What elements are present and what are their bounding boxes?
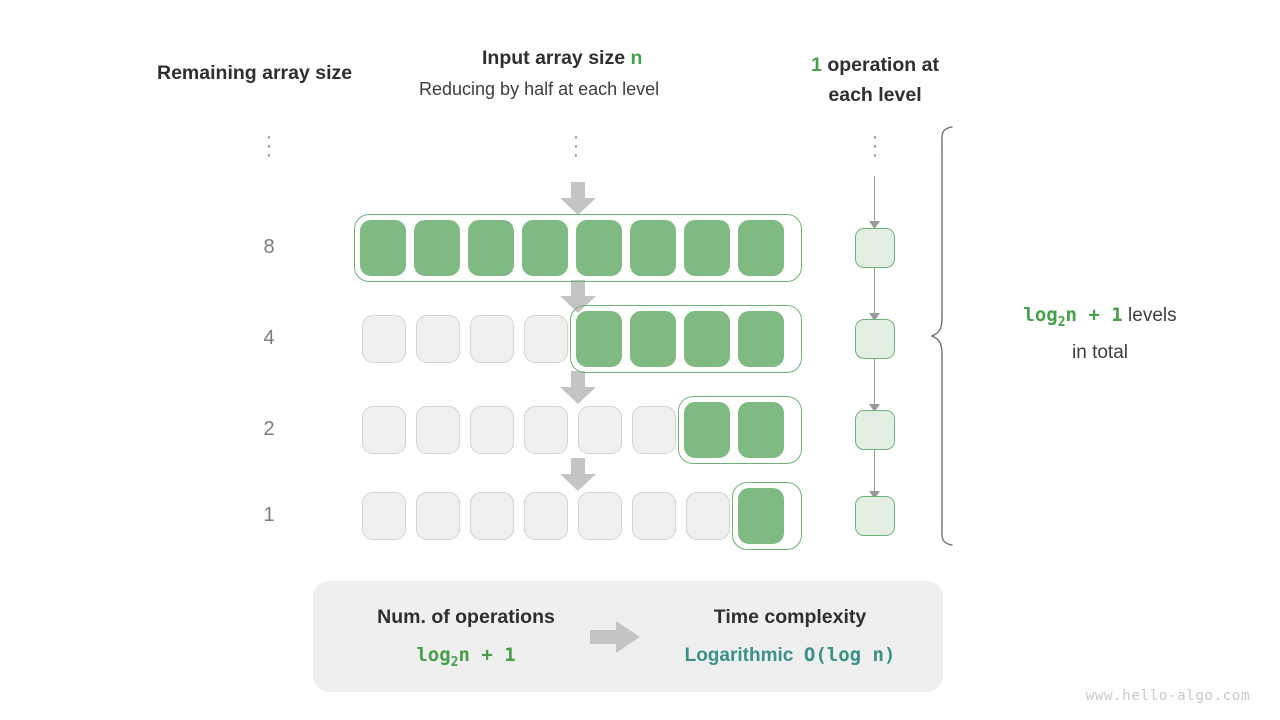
active-subarray-group xyxy=(732,482,802,550)
array-row-8 xyxy=(354,214,802,282)
array-cell xyxy=(738,311,784,367)
summary-complexity-value: Logarithmic O(log n) xyxy=(655,644,925,667)
levels-note-suffix: levels xyxy=(1122,305,1177,326)
array-cell-inactive xyxy=(416,315,460,363)
header-remaining-array-size: Remaining array size xyxy=(157,62,353,84)
array-cell xyxy=(576,220,622,276)
levels-total-note: log2n + 1 levels in total xyxy=(985,300,1215,368)
array-cell xyxy=(684,402,730,458)
summary-operations-value: log2n + 1 xyxy=(331,644,601,670)
array-cell-inactive xyxy=(470,315,514,363)
dot: · xyxy=(871,126,879,148)
header-operations-text: operation at xyxy=(821,54,939,76)
array-cell-inactive xyxy=(362,492,406,540)
operation-connector xyxy=(874,268,876,314)
array-row-1 xyxy=(360,482,802,550)
array-cell xyxy=(522,220,568,276)
array-cell-inactive xyxy=(686,492,730,540)
active-subarray-group xyxy=(570,305,802,373)
array-row-2 xyxy=(360,396,802,464)
dot: · xyxy=(871,135,879,157)
array-cell xyxy=(468,220,514,276)
array-cell xyxy=(360,220,406,276)
operation-box xyxy=(855,410,895,450)
array-cell xyxy=(414,220,460,276)
array-cell xyxy=(576,311,622,367)
operation-connector xyxy=(874,176,876,222)
array-cell xyxy=(738,402,784,458)
header-reducing-subtitle: Reducing by half at each level xyxy=(419,79,660,99)
size-label-1: 1 xyxy=(263,504,275,526)
summary-panel: Num. of operations log2n + 1 Time comple… xyxy=(313,581,943,692)
header-operations-line2: each level xyxy=(828,84,922,106)
array-cell-inactive xyxy=(362,315,406,363)
header-operations-count: 1 xyxy=(811,54,822,76)
header-input-array-size-var: n xyxy=(630,47,643,69)
array-cell-inactive xyxy=(578,406,622,454)
header-input-array-size: Input array size n xyxy=(482,47,642,70)
operation-box xyxy=(855,319,895,359)
summary-complexity-column: Time complexity Logarithmic O(log n) xyxy=(655,581,925,692)
array-cell xyxy=(738,488,784,544)
halving-arrow-1 xyxy=(559,182,597,216)
dot: · xyxy=(265,144,273,166)
operation-connector xyxy=(874,359,876,405)
dot: · xyxy=(265,135,273,157)
operation-connector-arrowhead xyxy=(869,216,880,229)
levels-formula: log2n + 1 xyxy=(1023,304,1123,330)
size-label-8: 8 xyxy=(263,236,275,258)
array-cell xyxy=(738,220,784,276)
operation-box xyxy=(855,228,895,268)
array-cell xyxy=(630,220,676,276)
dot: · xyxy=(265,126,273,148)
operations-column-dots: · · · xyxy=(852,126,898,166)
array-cell-inactive xyxy=(416,406,460,454)
array-cell xyxy=(684,311,730,367)
dot: · xyxy=(572,135,580,157)
halving-arrow-2 xyxy=(559,280,597,314)
halving-arrow-3 xyxy=(559,371,597,405)
array-cell-inactive xyxy=(524,315,568,363)
operation-connector xyxy=(874,450,876,492)
array-cell xyxy=(630,311,676,367)
summary-complexity-notation: O(log n) xyxy=(803,644,896,666)
array-cell-inactive xyxy=(470,406,514,454)
size-label-4: 4 xyxy=(263,327,275,349)
size-label-dots: · · · xyxy=(246,126,292,166)
array-cell-inactive xyxy=(524,406,568,454)
array-cell-inactive xyxy=(632,406,676,454)
header-input-array-size-text: Input array size xyxy=(482,47,631,69)
array-cell xyxy=(684,220,730,276)
header-operations-per-level: 1 operation at each level xyxy=(799,50,951,110)
array-cell-inactive xyxy=(578,492,622,540)
dot: · xyxy=(871,144,879,166)
summary-complexity-title: Time complexity xyxy=(713,606,867,628)
halving-arrow-4 xyxy=(559,458,597,492)
size-label-2: 2 xyxy=(263,418,275,440)
summary-operations-title: Num. of operations xyxy=(377,606,555,628)
active-subarray-group xyxy=(678,396,802,464)
operation-box xyxy=(855,496,895,536)
array-cell-inactive xyxy=(632,492,676,540)
active-subarray-group xyxy=(354,214,802,282)
dot: · xyxy=(572,126,580,148)
levels-brace xyxy=(930,126,962,551)
array-row-4 xyxy=(360,305,802,373)
array-cell-inactive xyxy=(416,492,460,540)
operation-connector-arrowhead xyxy=(869,399,880,412)
arrow-right-icon xyxy=(590,620,642,654)
watermark: www.hello-algo.com xyxy=(1085,688,1250,704)
summary-operations-formula: log2n + 1 xyxy=(416,644,516,670)
levels-note-line2: in total xyxy=(1072,341,1128,363)
array-cell-inactive xyxy=(524,492,568,540)
array-cell-inactive xyxy=(362,406,406,454)
summary-complexity-word: Logarithmic xyxy=(684,645,794,666)
dot: · xyxy=(572,144,580,166)
operation-connector-arrowhead xyxy=(869,486,880,499)
array-cell-inactive xyxy=(470,492,514,540)
array-column-dots: · · · xyxy=(553,126,599,166)
summary-operations-column: Num. of operations log2n + 1 xyxy=(331,581,601,692)
operation-connector-arrowhead xyxy=(869,308,880,321)
